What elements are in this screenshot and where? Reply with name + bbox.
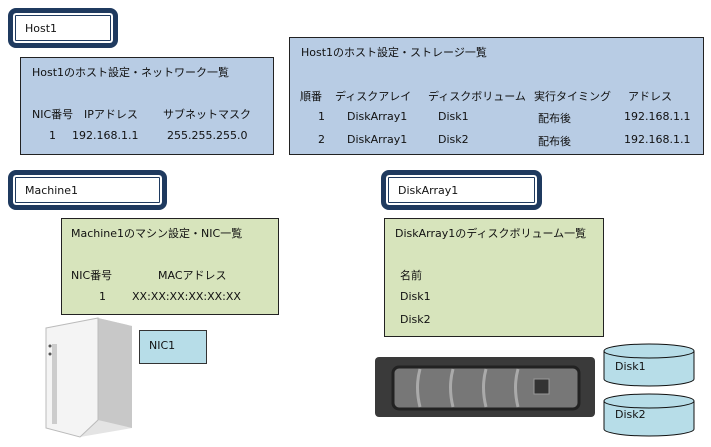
disk-2-icon	[603, 393, 695, 437]
cell: 255.255.255.0	[167, 129, 248, 142]
machine-label-text: Machine1	[25, 184, 79, 197]
col-header: 名前	[400, 269, 422, 282]
cell: 1	[49, 129, 56, 142]
cell: Disk1	[438, 110, 469, 123]
panel-title: DiskArray1のディスクボリューム一覧	[395, 227, 587, 240]
col-header: IPアドレス	[84, 108, 138, 121]
diskarray-label-text: DiskArray1	[398, 184, 459, 197]
col-header: 順番	[300, 90, 322, 103]
col-header: アドレス	[628, 90, 672, 103]
cell: XX:XX:XX:XX:XX:XX	[132, 290, 241, 303]
cell: DiskArray1	[347, 133, 408, 146]
cell: 配布後	[538, 112, 571, 125]
col-header: 実行タイミング	[534, 90, 611, 103]
cell: Disk2	[438, 133, 469, 146]
panel-title: Host1のホスト設定・ストレージ一覧	[301, 46, 487, 59]
disk-1-icon	[603, 343, 695, 387]
diskarray-label: DiskArray1	[381, 170, 542, 210]
nic-box: NIC1	[139, 330, 207, 364]
host-label: Host1	[8, 8, 118, 48]
diskarray-volume-panel: DiskArray1のディスクボリューム一覧 名前 Disk1 Disk2	[384, 218, 604, 337]
cell: Disk2	[400, 313, 431, 326]
cell: 1	[99, 290, 106, 303]
nic-box-label: NIC1	[149, 339, 176, 352]
panel-title: Host1のホスト設定・ネットワーク一覧	[32, 66, 230, 79]
storage-array-icon	[375, 357, 595, 417]
host-network-panel: Host1のホスト設定・ネットワーク一覧 NIC番号 IPアドレス サブネットマ…	[20, 57, 274, 155]
machine-nic-panel: Machine1のマシン設定・NIC一覧 NIC番号 MACアドレス 1 XX:…	[61, 218, 279, 315]
col-header: NIC番号	[71, 269, 113, 282]
panel-title: Machine1のマシン設定・NIC一覧	[71, 227, 243, 240]
col-header: MACアドレス	[158, 269, 227, 282]
cell: 192.168.1.1	[624, 133, 691, 146]
cell: 192.168.1.1	[72, 129, 139, 142]
disk-1-label: Disk1	[615, 360, 646, 373]
cell: Disk1	[400, 290, 431, 303]
cell: 192.168.1.1	[624, 110, 691, 123]
disk-2-label: Disk2	[615, 408, 646, 421]
machine-label: Machine1	[8, 170, 167, 210]
cell: DiskArray1	[347, 110, 408, 123]
cell: 2	[318, 133, 325, 146]
cell: 配布後	[538, 135, 571, 148]
cell: 1	[318, 110, 325, 123]
host-label-text: Host1	[25, 22, 58, 35]
col-header: サブネットマスク	[163, 108, 251, 121]
col-header: ディスクボリューム	[428, 90, 526, 103]
col-header: NIC番号	[32, 108, 74, 121]
col-header: ディスクアレイ	[335, 90, 412, 103]
server-icon	[45, 317, 132, 438]
host-storage-panel: Host1のホスト設定・ストレージ一覧 順番 ディスクアレイ ディスクボリューム…	[289, 37, 704, 155]
